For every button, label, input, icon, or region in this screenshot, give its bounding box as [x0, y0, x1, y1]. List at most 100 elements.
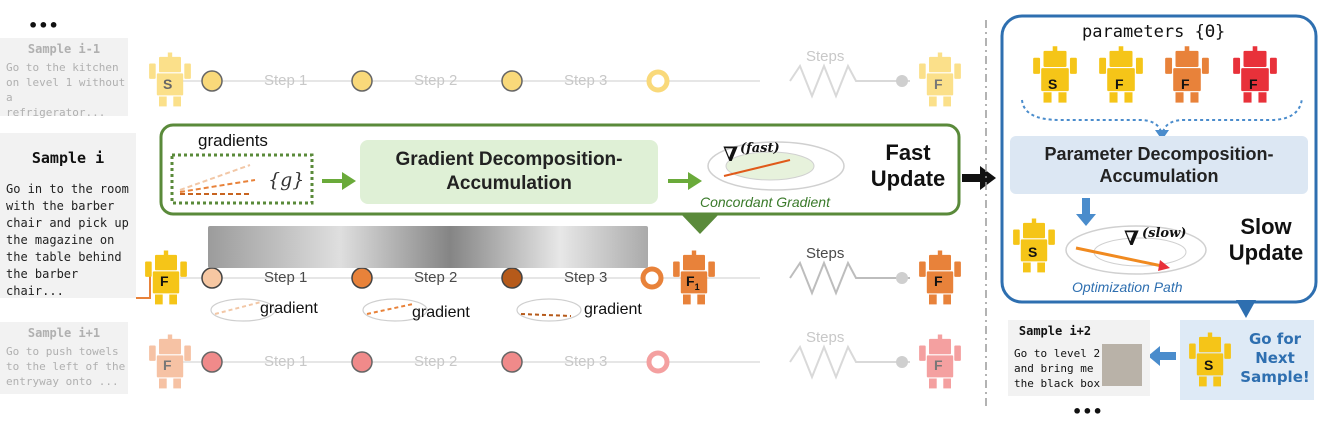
optimization-path-label: Optimization Path — [1072, 279, 1183, 295]
pd-line1: Parameter Decomposition- — [1044, 143, 1274, 164]
gradient-ellipse-arrow — [214, 301, 262, 315]
row1-state — [201, 70, 223, 92]
gd-line2: Accumulation — [446, 173, 572, 194]
pd-line2: Accumulation — [1099, 166, 1219, 186]
g-symbol: {g} — [268, 169, 305, 191]
sample-current-line: with the barber — [6, 199, 115, 213]
sample-current-card: Sample i Go in to the room with the barb… — [0, 133, 136, 298]
row2-state — [501, 267, 523, 289]
row3-zigzag — [789, 344, 910, 380]
robot-letter-fast1: F1 — [686, 273, 700, 292]
green-arrow-2 — [668, 172, 702, 190]
gradient-arrow — [179, 164, 251, 191]
blue-down-arrow — [1076, 198, 1096, 226]
slow-update-line1: Slow — [1240, 214, 1292, 239]
concordant-gradient-label: Concordant Gradient — [700, 194, 830, 210]
gradient-arrow — [179, 179, 256, 193]
row2-state — [351, 267, 373, 289]
sample-next2-text: Go to level 2 and bring me the black box — [1014, 346, 1100, 391]
fast-ellipse — [707, 141, 845, 191]
scene-photo-strip — [208, 226, 648, 268]
sample-current-title: Sample i — [31, 149, 105, 167]
slow-update-line2: Update — [1228, 240, 1304, 266]
slow-robot-letter: S — [1028, 244, 1038, 260]
gradient-decomposition-box: Gradient Decomposition- Accumulation — [360, 140, 658, 204]
row1-zigzag — [789, 63, 910, 99]
next-robot-letter: S — [1204, 357, 1214, 373]
steps-label: Steps — [806, 48, 845, 65]
sample-next2-line: the black box — [1014, 377, 1101, 390]
fast-update-line2: Update — [870, 166, 946, 192]
gd-line1: Gradient Decomposition- — [395, 149, 623, 171]
gradient-ellipses — [210, 298, 582, 322]
step-label: Step 1 — [264, 269, 308, 286]
row3-state — [646, 350, 670, 374]
row3-state — [201, 351, 223, 373]
step-label: Step 3 — [564, 269, 608, 286]
param-letter: F — [1249, 76, 1258, 92]
go-next-line2: Next — [1255, 349, 1295, 367]
next-sample-arrow — [1148, 346, 1176, 366]
param-letter: F — [1181, 76, 1190, 92]
slow-ellipse — [1065, 225, 1207, 275]
slow-superscript: (slow) — [1142, 226, 1187, 241]
row2-state — [201, 267, 223, 289]
sample-current-line: chair and pick up — [6, 216, 129, 230]
nabla-fast: ∇ — [723, 142, 739, 166]
robot-letter: F — [160, 273, 169, 289]
optimization-arrowhead — [1158, 260, 1170, 271]
robot-letter: S — [163, 76, 173, 92]
green-arrow-1 — [322, 172, 356, 190]
fast-gradient-arrow — [723, 159, 791, 177]
gradient-ellipse — [210, 298, 276, 322]
sample-current-line: the barber chair... — [6, 267, 79, 298]
params-label: parameters {Θ} — [1082, 22, 1226, 42]
param-letter: F — [1115, 76, 1124, 92]
gradient-ellipse-arrow — [366, 303, 414, 315]
row1-state — [646, 69, 670, 93]
go-next-line3: Sample! — [1240, 368, 1310, 386]
sample-next-line: entryway onto ... — [6, 375, 119, 388]
sample-current-line: Go in to the room — [6, 182, 129, 196]
fast-update-line1: Fast — [885, 140, 931, 165]
fast-superscript: (fast) — [740, 141, 780, 156]
gradient-ellipse — [516, 298, 582, 322]
params-dotted-arrowhead — [1155, 130, 1169, 140]
sample-prev-line: on level 1 without a — [6, 76, 126, 104]
sample-current-line: the magazine on — [6, 233, 115, 247]
gradient-label: gradient — [412, 304, 470, 321]
steps-label: Steps — [806, 329, 845, 346]
row2-zigzag — [789, 260, 910, 296]
fast-update-label: Fast Update — [858, 140, 958, 193]
step-label: Step 3 — [564, 72, 608, 89]
row1-state — [501, 70, 523, 92]
robot-letter-fast1-sub: 1 — [694, 281, 700, 292]
sample-connector — [136, 272, 151, 299]
steps-label: Steps — [806, 245, 845, 262]
robot-letter: F — [934, 357, 943, 373]
slow-update-label: Slow Update — [1218, 214, 1314, 267]
row3-state — [501, 351, 523, 373]
row2-state — [896, 272, 908, 284]
sample-next2-title: Sample i+2 — [1018, 324, 1092, 338]
nabla-slow: ∇ — [1124, 226, 1140, 250]
sample-next2-line: Go to level 2 — [1014, 347, 1101, 360]
ellipsis-bottom: ••• — [1072, 402, 1103, 421]
sample-next-line: Go to push towels — [6, 345, 119, 358]
sample-next-line: to the left of the — [6, 360, 126, 373]
sample-next-title: Sample i+1 — [27, 326, 101, 340]
step-label: Step 2 — [414, 353, 458, 370]
row2-state — [640, 266, 664, 290]
row3-state — [896, 356, 908, 368]
gradient-label: gradient — [584, 301, 642, 318]
step-label: Step 2 — [414, 72, 458, 89]
robot-letter: F — [934, 76, 943, 92]
sample-next-card: Sample i+1 Go to push towels to the left… — [0, 322, 128, 394]
fast-ellipse-inner — [725, 151, 815, 181]
row1-state — [351, 70, 373, 92]
step-label: Step 3 — [564, 353, 608, 370]
robot-letter-fast1-main: F — [686, 273, 695, 289]
sample-next2-photo — [1102, 344, 1142, 386]
step-label: Step 2 — [414, 269, 458, 286]
